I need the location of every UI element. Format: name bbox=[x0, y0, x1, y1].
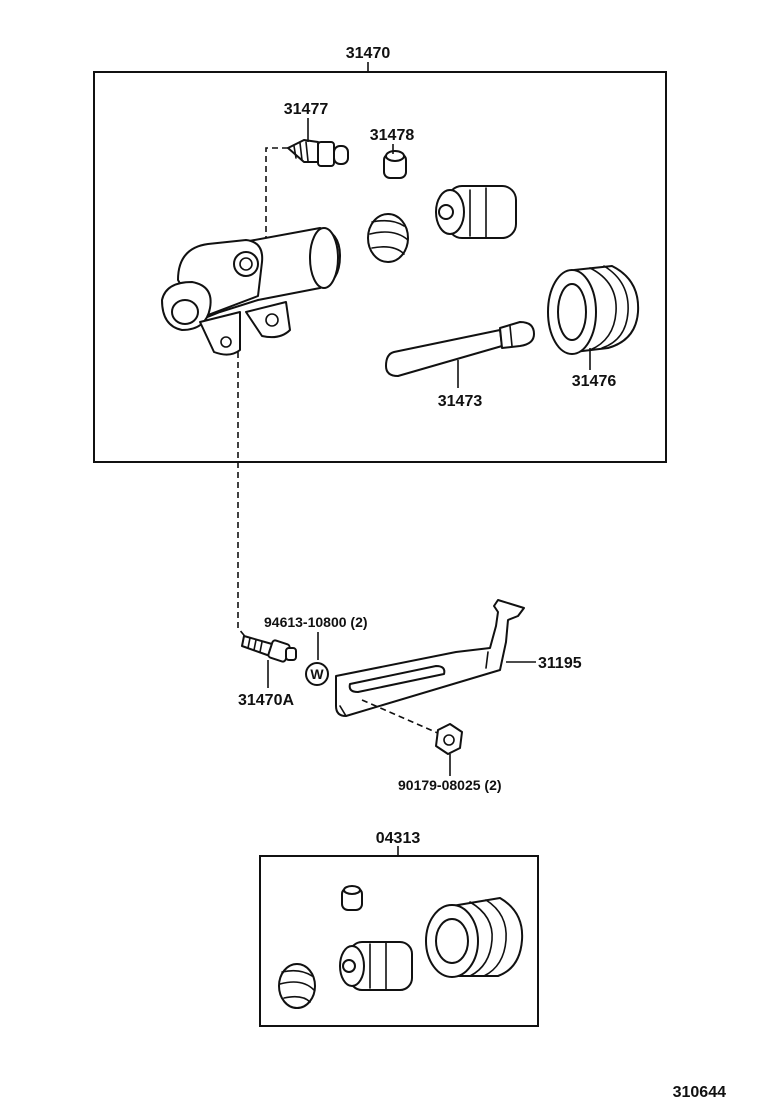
repair-kit-frame-04313 bbox=[259, 855, 539, 1027]
label-31477: 31477 bbox=[284, 101, 329, 118]
label-31470A: 31470A bbox=[238, 692, 294, 709]
bracket-31195 bbox=[335, 599, 525, 717]
bleeder-plug-31477 bbox=[287, 139, 349, 167]
release-cylinder-body bbox=[161, 227, 341, 356]
label-94613-10800: 94613-10800 (2) bbox=[264, 614, 368, 630]
diagram-id: 310644 bbox=[673, 1084, 726, 1101]
label-31476: 31476 bbox=[572, 373, 617, 390]
kit-spring bbox=[278, 963, 316, 1009]
label-31470: 31470 bbox=[346, 45, 391, 62]
kit-piston bbox=[339, 941, 413, 991]
kit-boot bbox=[425, 897, 524, 978]
stud-bolt-31470A bbox=[241, 635, 297, 663]
dash-bracket-to-nut bbox=[361, 699, 441, 735]
piston bbox=[435, 185, 517, 239]
label-31195: 31195 bbox=[538, 655, 582, 672]
label-31478: 31478 bbox=[370, 127, 415, 144]
label-90179-08025: 90179-08025 (2) bbox=[398, 777, 502, 793]
label-31473: 31473 bbox=[438, 393, 483, 410]
kit-bleeder-cap bbox=[341, 885, 363, 911]
nut-90179-08025 bbox=[435, 723, 463, 755]
boot-31476 bbox=[547, 265, 640, 355]
assembly-frame-31470 bbox=[93, 71, 667, 463]
washer-symbol bbox=[305, 662, 329, 686]
push-rod-31473 bbox=[385, 321, 535, 377]
bleeder-cap-31478 bbox=[383, 150, 407, 179]
dash-cylinder-to-bolt bbox=[237, 352, 249, 641]
spring bbox=[367, 213, 409, 263]
washer-symbol-letter: W bbox=[310, 666, 324, 682]
label-04313: 04313 bbox=[376, 830, 421, 847]
